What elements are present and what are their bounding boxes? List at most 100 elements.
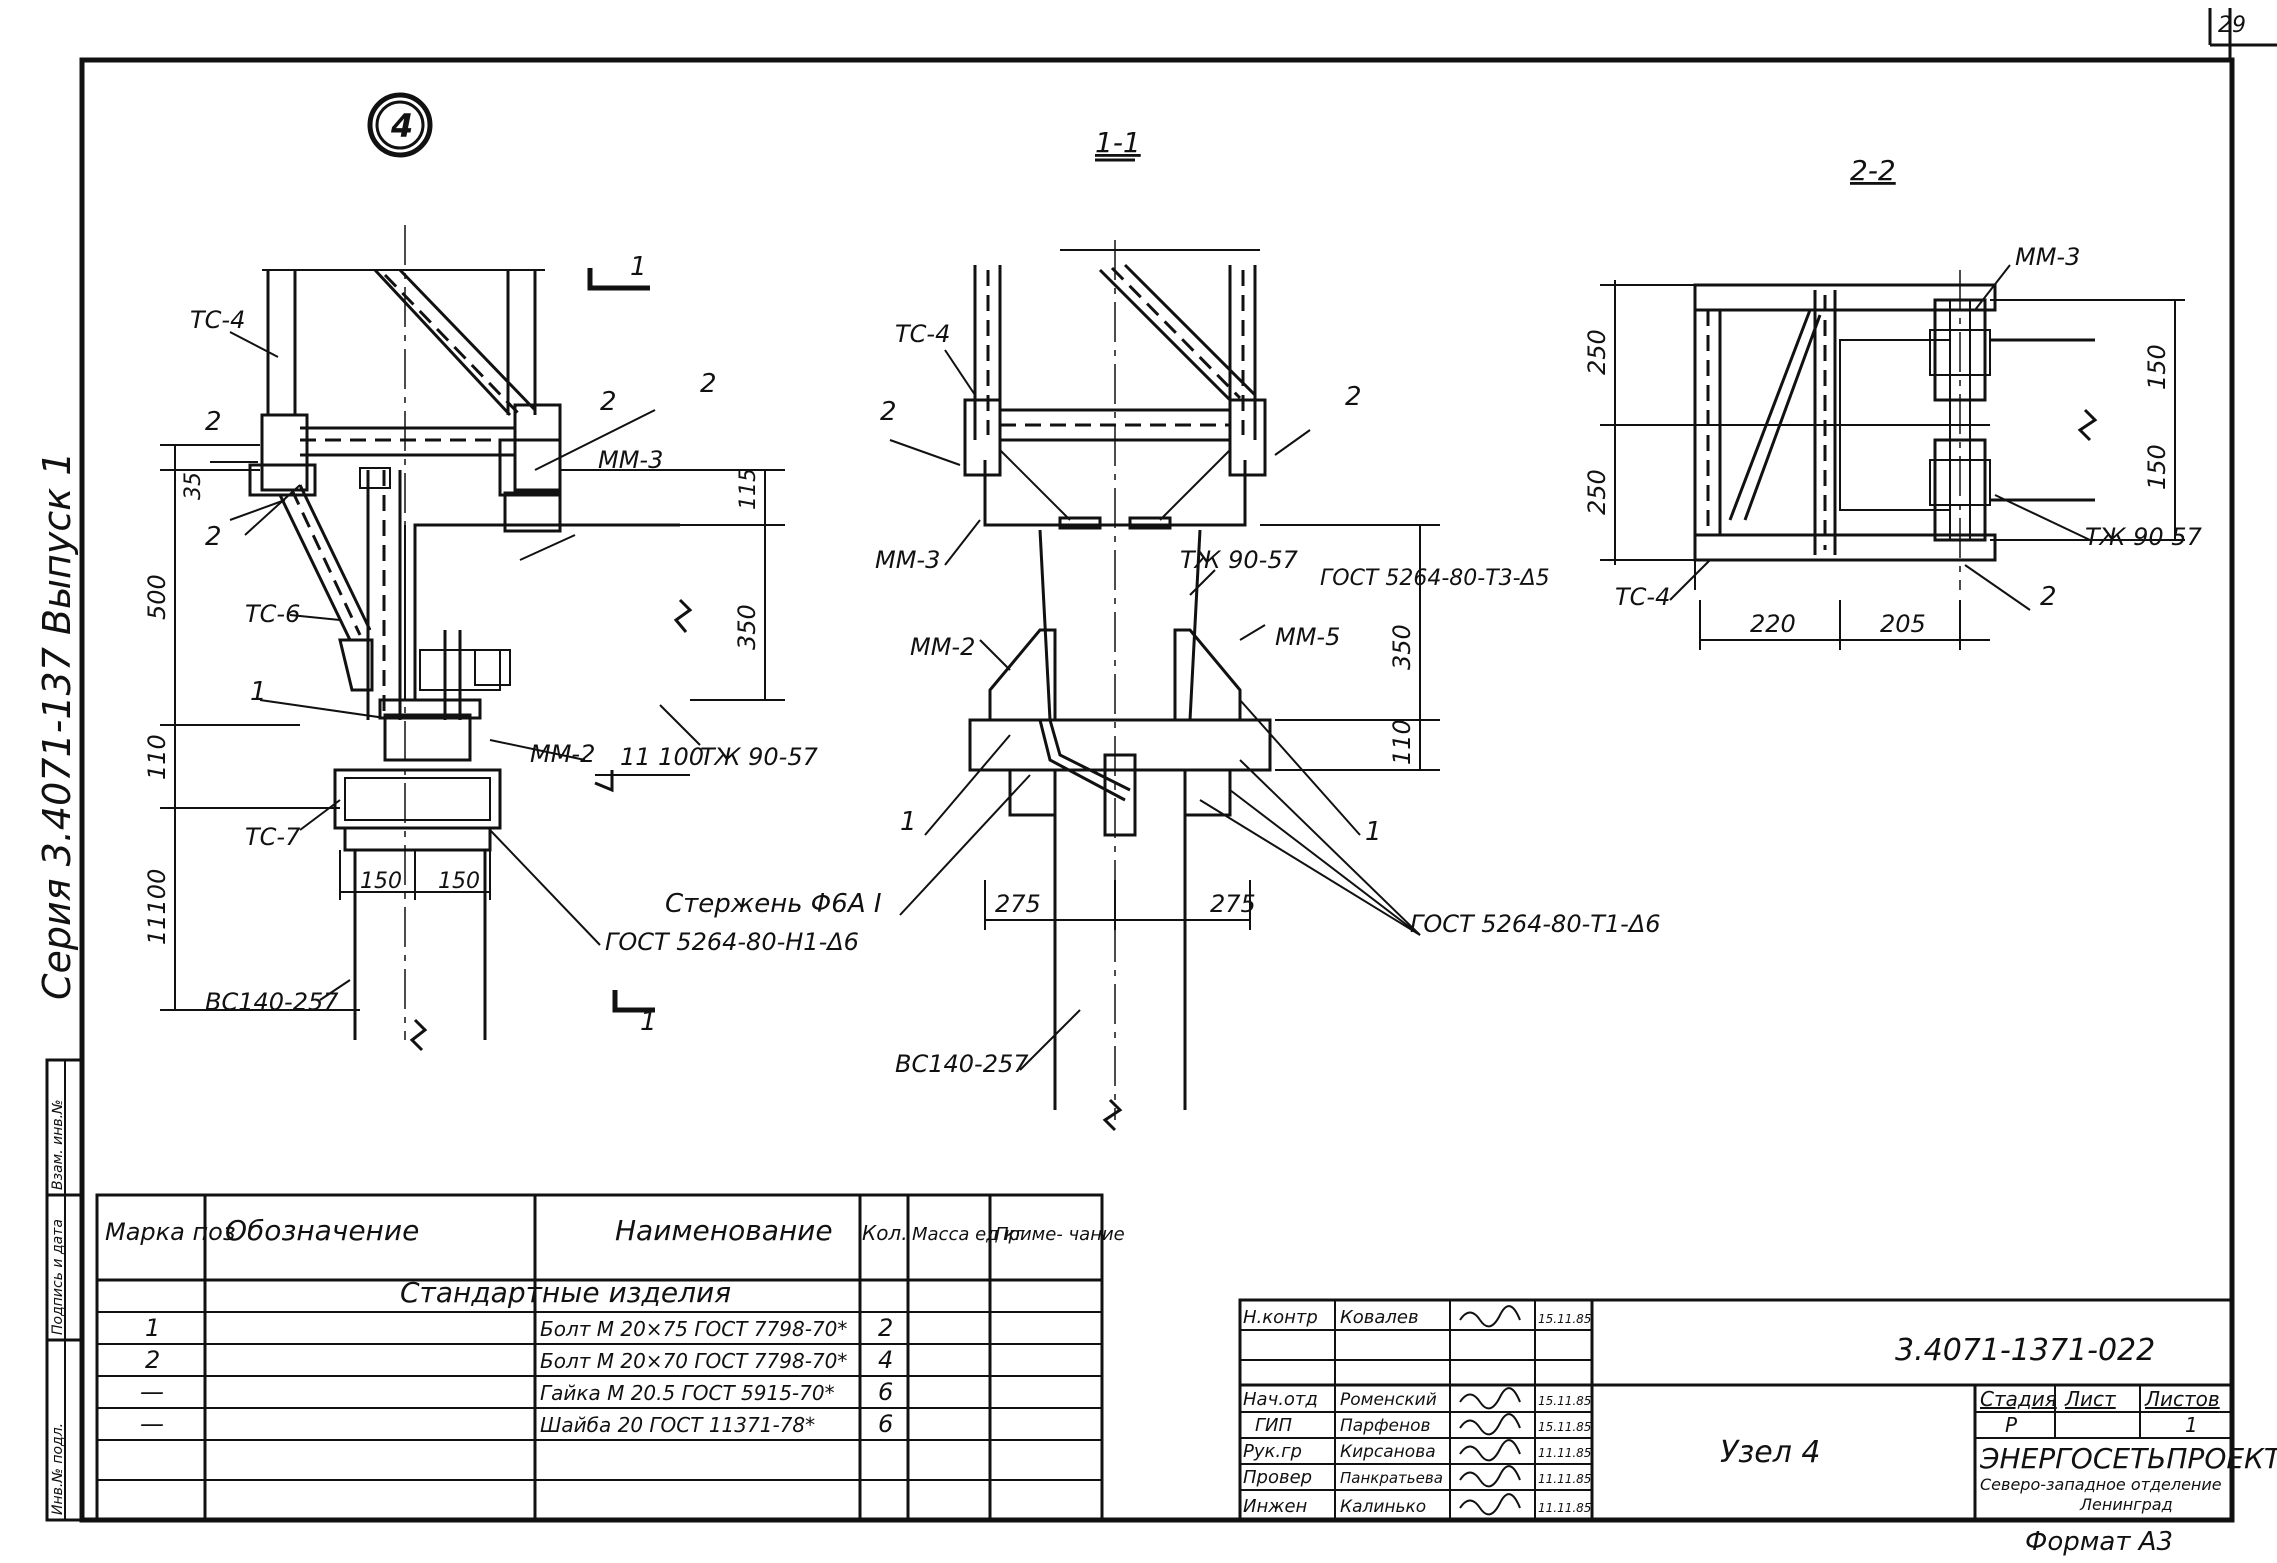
spec-section-title: Стандартные изделия — [400, 1276, 731, 1309]
main-dim-350: 350 — [733, 604, 761, 650]
title-code: 3.4071-1371-022 — [1895, 1333, 2155, 1368]
signer-1-name: Ковалев — [1340, 1307, 1419, 1328]
main-label-gost-h1: ГОСТ 5264-80-Н1-Δ6 — [605, 928, 859, 956]
s11-label-mm3: ММ-3 — [875, 546, 940, 574]
s11-label-mm2: ММ-2 — [910, 633, 975, 661]
title-sheets-label: Листов — [2144, 1387, 2220, 1411]
spec-row-4-name: Шайба 20 ГОСТ 11371-78* — [540, 1413, 815, 1437]
signer-4-name: Кирсанова — [1340, 1442, 1436, 1462]
table-row: 1 Болт М 20×75 ГОСТ 7798-70* 2 — [145, 1314, 893, 1342]
node-number: 4 — [390, 107, 413, 145]
signer-5-date: 11.11.85 — [1538, 1472, 1591, 1486]
s22-label-tzh: ТЖ 90 57 — [2085, 523, 2203, 551]
s22-dim-205: 205 — [1880, 610, 1926, 638]
s11-label-tc4: ТС-4 — [895, 320, 950, 348]
spec-row-3-qty: 6 — [878, 1378, 893, 1406]
main-label-mm2: ММ-2 — [530, 740, 595, 768]
section-1-1 — [889, 158, 1440, 1132]
spec-header-name: Наименование — [615, 1214, 833, 1247]
title-sheet-label: Лист — [2064, 1387, 2117, 1411]
main-mark-2d: 2 — [700, 369, 717, 399]
table-row: — Гайка М 20.5 ГОСТ 5915-70* 6 — [140, 1378, 893, 1406]
s22-dim-250a: 250 — [1583, 329, 1611, 375]
title-sheets: 1 — [2185, 1413, 2198, 1437]
main-mark-2b: 2 — [205, 522, 222, 552]
main-dim-150b: 150 — [438, 869, 480, 894]
signer-3-name: Парфенов — [1340, 1416, 1431, 1436]
main-label-tc6: ТС-6 — [245, 600, 300, 628]
spec-header-qty: Кол. — [862, 1221, 908, 1245]
s22-dim-220: 220 — [1750, 610, 1796, 638]
title-stage-label: Стадия — [1980, 1387, 2057, 1411]
signer-2-role: Нач.отд — [1243, 1389, 1318, 1410]
spec-row-1-pos: 1 — [145, 1314, 160, 1342]
spec-row-3-pos: — — [140, 1378, 164, 1406]
signer-5-role: Провер — [1243, 1467, 1312, 1488]
title-drawing-name: Узел 4 — [1720, 1435, 1821, 1470]
s11-dim-350: 350 — [1388, 624, 1416, 670]
s22-label-mm3: ММ-3 — [2015, 243, 2080, 271]
s22-mark-2: 2 — [2040, 582, 2057, 612]
section-2-2 — [1600, 264, 2185, 650]
main-cut-top: 1 — [630, 252, 647, 282]
spec-row-2-name: Болт М 20×70 ГОСТ 7798-70* — [540, 1349, 847, 1373]
node-marker — [367, 92, 433, 158]
main-mark-1: 1 — [250, 677, 267, 707]
s22-label-tc4: ТС-4 — [1615, 583, 1670, 611]
signer-3-date: 15.11.85 — [1538, 1420, 1591, 1434]
title-block — [1238, 1298, 2234, 1522]
s11-mark-1b: 1 — [1365, 817, 1382, 847]
s11-label-mm5: ММ-5 — [1275, 623, 1340, 651]
main-label-elevation: 11 100 — [620, 743, 704, 771]
main-dim-150a: 150 — [360, 869, 402, 894]
sheet-frame — [79, 8, 2277, 1523]
s22-dim-250b: 250 — [1583, 469, 1611, 515]
signer-1-date: 15.11.85 — [1538, 1312, 1591, 1326]
main-mark-2c: 2 — [600, 387, 617, 417]
spec-row-2-pos: 2 — [145, 1346, 160, 1374]
spec-row-4-qty: 6 — [878, 1410, 893, 1438]
signer-5-name: Панкратьева — [1340, 1469, 1443, 1487]
spec-header-mark: Марка поз — [105, 1218, 236, 1246]
title-org-sub2: Ленинград — [2079, 1495, 2173, 1514]
s11-label-gost-t3: ГОСТ 5264-80-Т3-Δ5 — [1320, 566, 1550, 591]
table-row: — Шайба 20 ГОСТ 11371-78* 6 — [140, 1410, 893, 1438]
main-view — [160, 225, 785, 1052]
s11-title: 1-1 — [1095, 126, 1141, 159]
s11-dim-275b: 275 — [1210, 890, 1256, 918]
signer-6-name: Калинько — [1340, 1497, 1426, 1517]
main-dim-500: 500 — [143, 574, 171, 620]
spec-row-4-pos: — — [140, 1410, 164, 1438]
spec-row-3-name: Гайка М 20.5 ГОСТ 5915-70* — [540, 1381, 835, 1405]
s22-dim-150b: 150 — [2143, 444, 2171, 490]
spec-row-2-qty: 4 — [878, 1346, 893, 1374]
section-2-2-labels: 2-2 ММ-3 ТС-4 ТЖ 90 57 2 250 250 150 150… — [1583, 154, 2203, 638]
spec-row-1-name: Болт М 20×75 ГОСТ 7798-70* — [540, 1317, 847, 1341]
main-label-tc7: ТС-7 — [245, 823, 301, 851]
main-label-vs: ВС140-257 — [205, 988, 339, 1016]
side-stamp-inv: Инв.№ подл. — [50, 1423, 66, 1515]
main-dim-35: 35 — [181, 472, 206, 500]
main-view-labels: ТС-4 ТС-6 ТС-7 ММ-3 ММ-2 ТЖ 90-57 ВС140-… — [143, 252, 859, 1037]
s11-mark-2b: 2 — [1345, 382, 1362, 412]
section-1-1-labels: 1-1 ТС-4 ММ-3 ММ-2 ММ-5 ТЖ 90-57 ГОСТ 52… — [665, 126, 1661, 1078]
spec-header-designation: Обозначение — [225, 1214, 419, 1247]
s11-dim-275a: 275 — [995, 890, 1041, 918]
page-number: 29 — [2218, 13, 2246, 38]
side-stamp — [45, 1058, 84, 1522]
signer-4-role: Рук.гр — [1243, 1441, 1302, 1462]
side-stamp-sign: Подпись и дата — [50, 1219, 66, 1335]
title-org: ЭНЕРГОСЕТЬПРОЕКТ — [1979, 1442, 2277, 1475]
main-dim-11100: 11100 — [143, 869, 171, 945]
spec-row-1-qty: 2 — [878, 1314, 893, 1342]
s11-label-tzh: ТЖ 90-57 — [1180, 546, 1299, 574]
s22-title: 2-2 — [1850, 154, 1896, 187]
spec-header-note: Приме- чание — [995, 1224, 1125, 1245]
side-stamp-replace: Взам. инв.№ — [50, 1099, 66, 1190]
s22-dim-150a: 150 — [2143, 344, 2171, 390]
spec-header-mass: Масса ед кг — [912, 1224, 1025, 1245]
s11-label-vs: ВС140-257 — [895, 1050, 1029, 1078]
s11-dim-110: 110 — [1388, 719, 1416, 765]
spec-rows: 1 Болт М 20×75 ГОСТ 7798-70* 2 2 Болт М … — [140, 1314, 893, 1438]
